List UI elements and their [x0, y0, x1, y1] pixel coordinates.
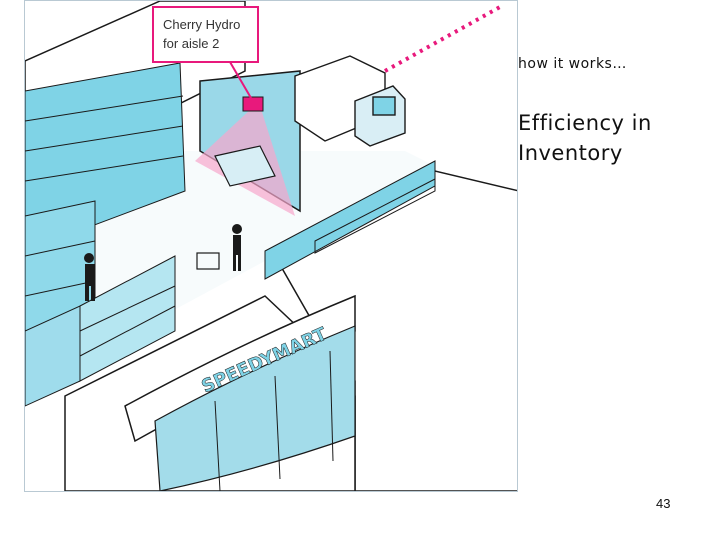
left-shelves [25, 62, 186, 407]
store-illustration: Cherry Hydro for aisle 2 [24, 0, 518, 492]
callout: Cherry Hydro for aisle 2 [152, 6, 259, 99]
inventory-cart [214, 145, 276, 187]
page-number: 43 [656, 496, 671, 511]
callout-line1: Cherry Hydro [163, 17, 240, 32]
slide-title: Efficiency in Inventory [518, 111, 652, 165]
shopper-figure [196, 224, 242, 271]
signal-dotted-line [384, 5, 501, 73]
delivery-truck [294, 55, 406, 147]
isometric-store-diagram: Cherry Hydro for aisle 2 [25, 1, 517, 491]
callout-line2: for aisle 2 [163, 36, 219, 51]
storefront: SPEEDYMART [124, 294, 356, 491]
slide-subtitle: how it works… [518, 56, 627, 72]
clerk-figure [84, 253, 95, 301]
